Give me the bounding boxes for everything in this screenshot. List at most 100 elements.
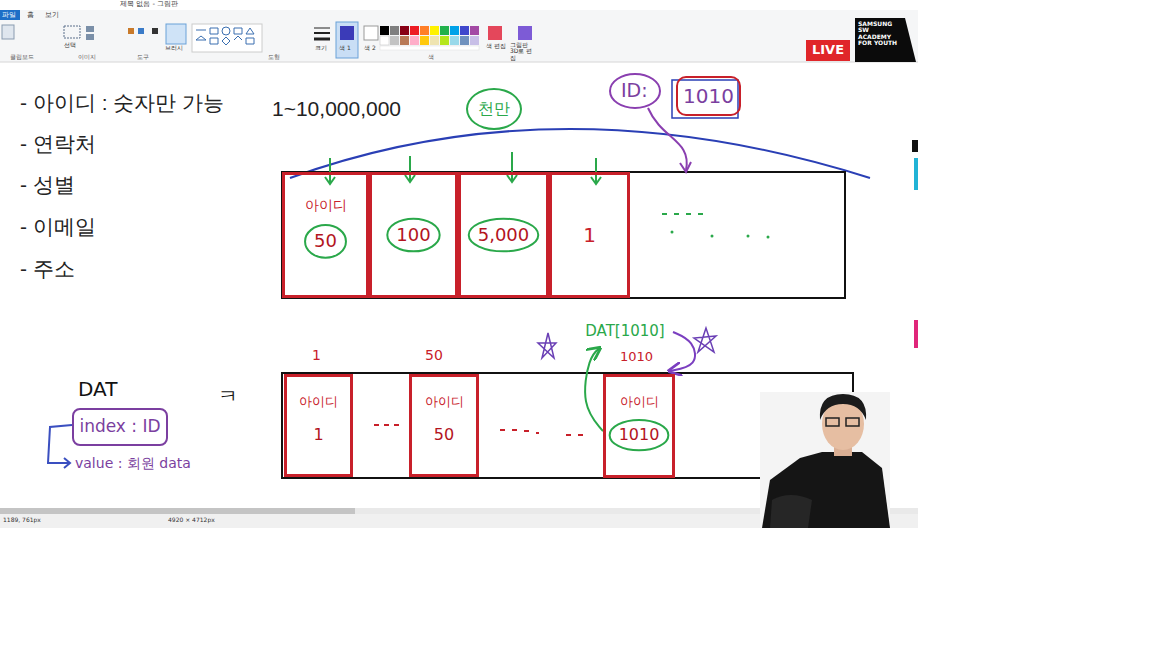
presenter-body	[762, 452, 890, 528]
dot	[711, 235, 714, 238]
edit-colors-icon	[488, 26, 502, 40]
button-label: 선택	[64, 42, 76, 49]
palette-color	[410, 26, 419, 35]
dot	[686, 213, 691, 215]
live-badge: LIVE	[806, 40, 850, 61]
palette-color	[470, 26, 479, 35]
id-value-box: 1010	[676, 76, 741, 116]
dot	[524, 430, 529, 432]
cell-value: 1010	[619, 426, 660, 444]
window-title: 제목 없음 - 그림판	[120, 0, 178, 8]
cell-value: DAT[1010]	[585, 323, 664, 340]
group-label: 도형	[268, 54, 280, 61]
cell-value: 100	[396, 225, 430, 246]
palette-color	[470, 36, 479, 45]
range-arc	[290, 129, 870, 178]
value-note: value : 회원 data	[75, 455, 191, 471]
cell-value: 50	[314, 231, 337, 252]
dot	[767, 236, 770, 239]
color2-swatch	[364, 26, 378, 40]
select-icon	[64, 26, 80, 38]
dot	[698, 213, 703, 215]
title-bar	[0, 0, 918, 10]
dot	[512, 429, 517, 431]
side-panel	[912, 135, 918, 350]
shape-icons	[196, 27, 254, 45]
dot	[674, 213, 679, 215]
palette-color	[440, 26, 449, 35]
button-label: 브러시	[165, 45, 183, 52]
group-label: 도구	[137, 54, 149, 61]
dot	[747, 235, 750, 238]
cell-value: 50	[434, 426, 454, 444]
cell-heading: 아이디	[299, 395, 338, 410]
palette-color	[400, 36, 409, 45]
palette-color	[420, 36, 429, 45]
field-item: - 성별	[20, 173, 75, 197]
size-icon	[314, 38, 330, 41]
presenter-webcam	[760, 392, 890, 528]
resize-icon	[86, 34, 94, 40]
scroll-thumb	[0, 508, 355, 514]
tab: 홈	[27, 11, 34, 19]
palette-color	[420, 26, 429, 35]
button-label: 색 편집	[486, 43, 506, 50]
palette	[380, 26, 479, 50]
button-label: 크기	[315, 45, 327, 52]
field-item: - 이메일	[20, 215, 96, 239]
star-mark	[538, 333, 556, 358]
pencil-icon	[128, 28, 134, 34]
palette-color	[410, 36, 419, 45]
cell-value: 1	[583, 224, 596, 247]
cell-value: 5,000	[478, 225, 530, 246]
number-circle	[610, 420, 669, 450]
index-arrow	[507, 152, 517, 182]
dot	[671, 231, 674, 234]
lookup-arrow	[585, 348, 603, 431]
member-array	[282, 172, 845, 298]
array-cell: 100	[369, 172, 458, 298]
number-circle	[305, 225, 346, 258]
size-icon	[314, 28, 330, 29]
cell-heading: 아이디	[425, 395, 464, 410]
paste-icon	[2, 25, 14, 39]
cell-value: index : ID	[79, 417, 160, 437]
side-icon	[912, 140, 918, 152]
dat-cell: 아이디1	[284, 374, 353, 477]
presenter-glasses	[826, 418, 839, 426]
bracket-arrow	[48, 425, 72, 468]
presenter-glasses	[846, 418, 859, 426]
index-number: 1	[312, 347, 321, 363]
cell-heading: 아이디	[620, 395, 659, 410]
fill-icon	[138, 28, 144, 34]
dot	[566, 434, 571, 436]
dat-title: DAT	[78, 378, 117, 401]
group-label: 색	[428, 54, 434, 61]
palette-color	[450, 26, 459, 35]
index-arrow	[325, 158, 335, 184]
cell-value: 천만	[478, 100, 510, 118]
note-circle: 천만	[466, 88, 522, 130]
palette-color	[390, 26, 399, 35]
tab: 보기	[45, 11, 59, 19]
palette-color	[380, 36, 389, 45]
dot	[500, 429, 505, 431]
color1-swatch	[340, 26, 354, 40]
palette-color	[430, 36, 439, 45]
crop-icon	[86, 26, 94, 32]
status-text: 1189, 761px	[3, 517, 41, 524]
array-cell: 아이디50	[282, 172, 369, 298]
lookup-arrow	[669, 332, 695, 371]
button-label: 색 1	[339, 45, 351, 52]
palette-color	[380, 26, 389, 35]
id-circle	[610, 74, 660, 108]
index-note: index : ID	[72, 408, 168, 446]
group-label: 이미지	[78, 54, 96, 61]
logo-text: SAMSUNG SW ACADEMY FOR YOUTH	[858, 21, 902, 46]
status-text: 4920 × 4712px	[168, 517, 215, 524]
palette-color	[380, 46, 479, 50]
field-item: - 연락처	[20, 132, 96, 156]
side-strip	[914, 158, 918, 190]
ellipsis-dots	[662, 213, 770, 239]
